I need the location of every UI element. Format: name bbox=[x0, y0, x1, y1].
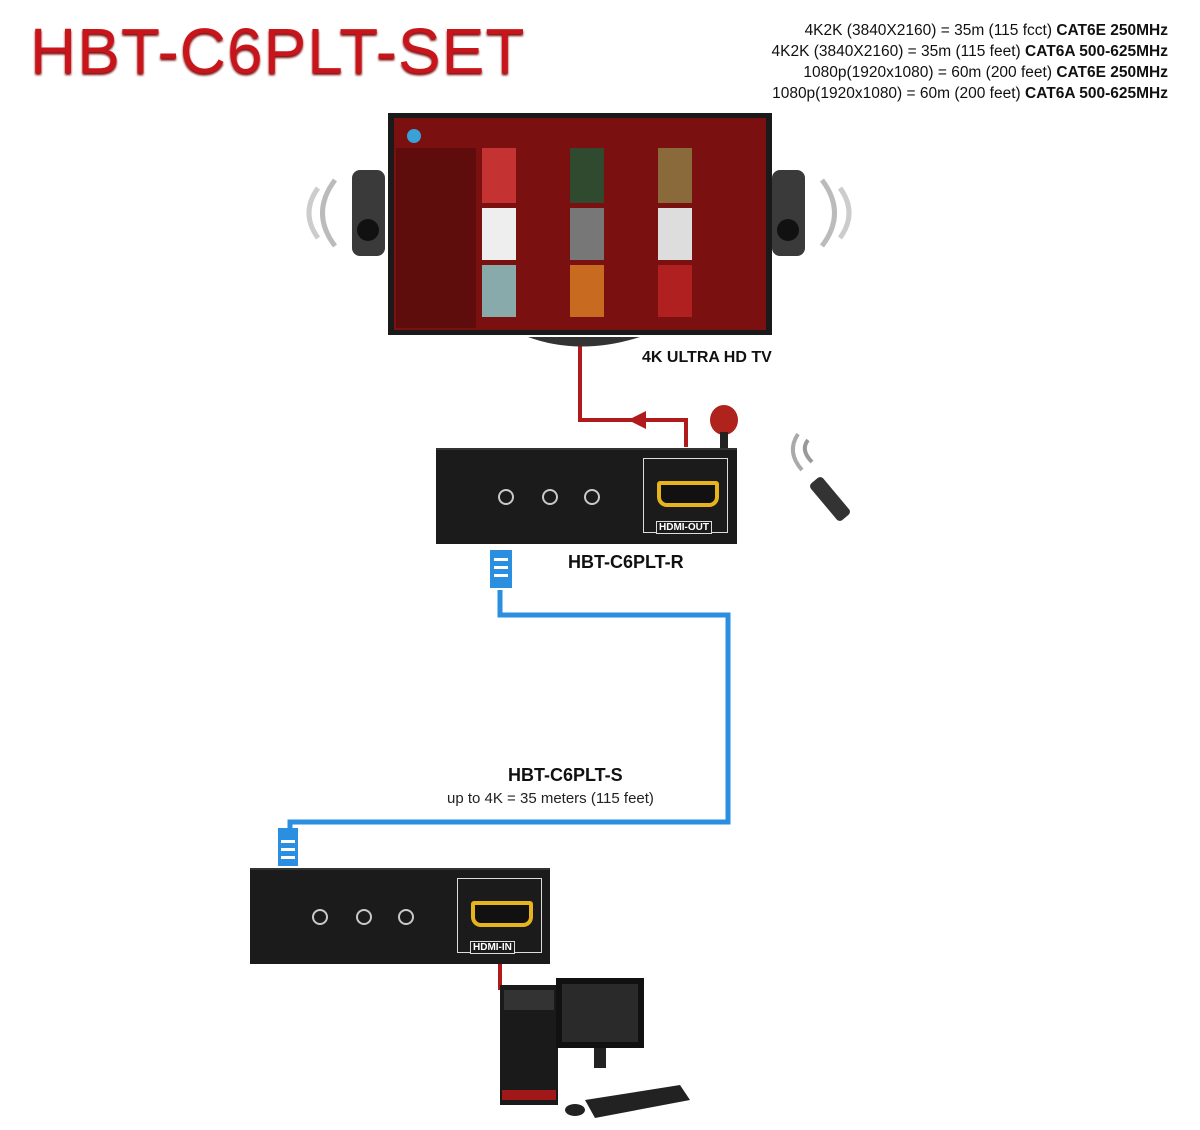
led-indicator bbox=[498, 489, 514, 505]
spec-list: 4K2K (3840X2160) = 35m (115 fcct) CAT6E … bbox=[772, 20, 1168, 104]
spec-line: 1080p(1920x1080) = 60m (200 feet) CAT6E … bbox=[803, 64, 1168, 81]
receiver-label: HBT-C6PLT-R bbox=[568, 552, 684, 572]
led-indicator bbox=[356, 909, 372, 925]
spec-line: 1080p(1920x1080) = 60m (200 feet) CAT6A … bbox=[772, 85, 1168, 102]
led-indicator bbox=[398, 909, 414, 925]
led-indicator bbox=[312, 909, 328, 925]
remote-control-icon bbox=[790, 432, 850, 521]
cat-cable bbox=[287, 590, 731, 838]
computer-icon bbox=[500, 978, 690, 1118]
sender-label: HBT-C6PLT-S bbox=[508, 765, 623, 785]
speaker-right-icon bbox=[772, 170, 852, 256]
product-title: HBT-C6PLT-SET bbox=[30, 15, 526, 87]
spec-line: 4K2K (3840X2160) = 35m (115 feet) CAT6A … bbox=[771, 43, 1168, 60]
signal-arrow-icon bbox=[628, 411, 646, 429]
sender-unit: HDMI-IN bbox=[250, 868, 550, 964]
hdmi-out-label: HDMI-OUT bbox=[656, 521, 712, 534]
tv-icon bbox=[388, 113, 772, 347]
speaker-left-icon bbox=[306, 170, 385, 256]
tv-label: 4K ULTRA HD TV bbox=[642, 349, 772, 366]
hdmi-in-port: HDMI-IN bbox=[457, 878, 542, 954]
led-indicator bbox=[584, 489, 600, 505]
hdmi-port-icon bbox=[657, 481, 719, 507]
ir-sensor-icon bbox=[710, 405, 738, 435]
led-indicator bbox=[542, 489, 558, 505]
receiver-unit: HDMI-OUT bbox=[436, 448, 737, 544]
rj45-connector-sender bbox=[278, 828, 298, 866]
hdmi-port-icon bbox=[471, 901, 533, 927]
hdmi-in-label: HDMI-IN bbox=[470, 941, 515, 954]
spec-line: 4K2K (3840X2160) = 35m (115 fcct) CAT6E … bbox=[804, 22, 1168, 39]
hdmi-out-port: HDMI-OUT bbox=[643, 458, 728, 534]
range-text: up to 4K = 35 meters (115 feet) bbox=[447, 790, 654, 807]
